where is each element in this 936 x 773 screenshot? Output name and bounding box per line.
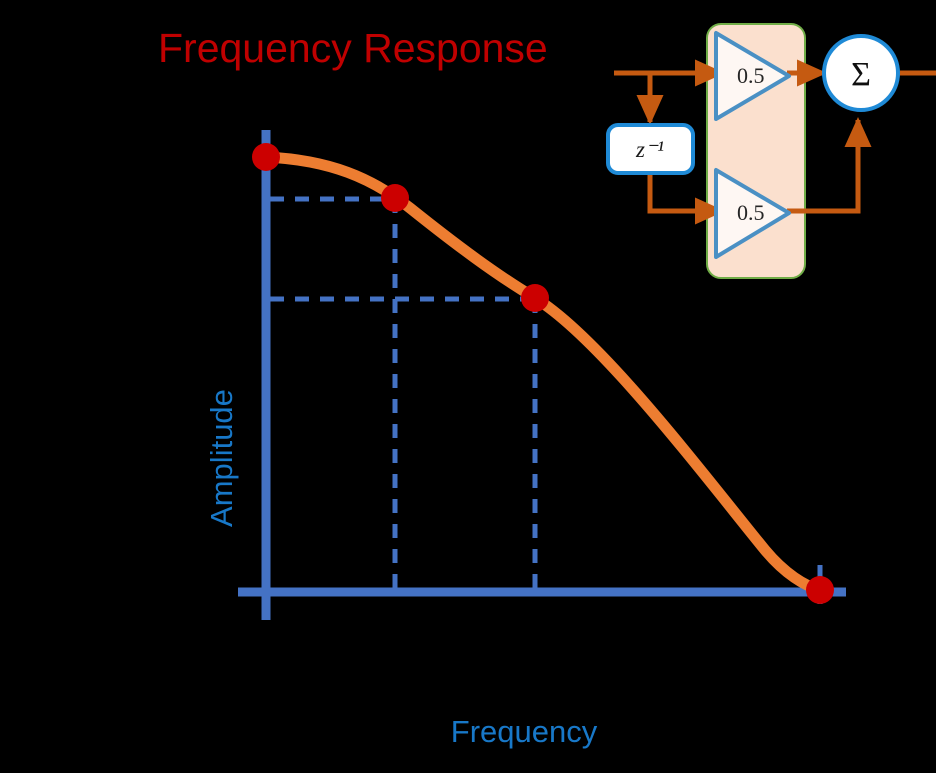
marker-quarter bbox=[381, 184, 409, 212]
wire-bottom-gain-to-sum bbox=[787, 117, 872, 214]
unit-delay-block bbox=[606, 123, 695, 175]
marker-nyquist bbox=[806, 576, 834, 604]
y-axis-label: Amplitude bbox=[204, 389, 239, 527]
summing-junction-label: Σ bbox=[851, 56, 871, 93]
summing-junction bbox=[822, 34, 900, 112]
block-diagram: 0.5 0.5 z⁻¹ Σ bbox=[606, 23, 936, 279]
x-axis-label: Frequency bbox=[451, 714, 598, 749]
gain-label-direct: 0.5 bbox=[737, 63, 765, 88]
data-markers bbox=[252, 143, 834, 604]
gain-label-delayed: 0.5 bbox=[737, 200, 765, 225]
figure-title: Frequency Response bbox=[158, 25, 548, 71]
gain-triangle-delayed bbox=[714, 168, 791, 259]
marker-half bbox=[521, 284, 549, 312]
marker-dc bbox=[252, 143, 280, 171]
gain-triangle-direct bbox=[714, 31, 791, 121]
wire-delay-to-bottom-gain bbox=[647, 174, 725, 225]
plot-axes bbox=[238, 130, 846, 620]
signal-wires bbox=[614, 59, 936, 225]
unit-delay-label: z⁻¹ bbox=[635, 137, 664, 162]
